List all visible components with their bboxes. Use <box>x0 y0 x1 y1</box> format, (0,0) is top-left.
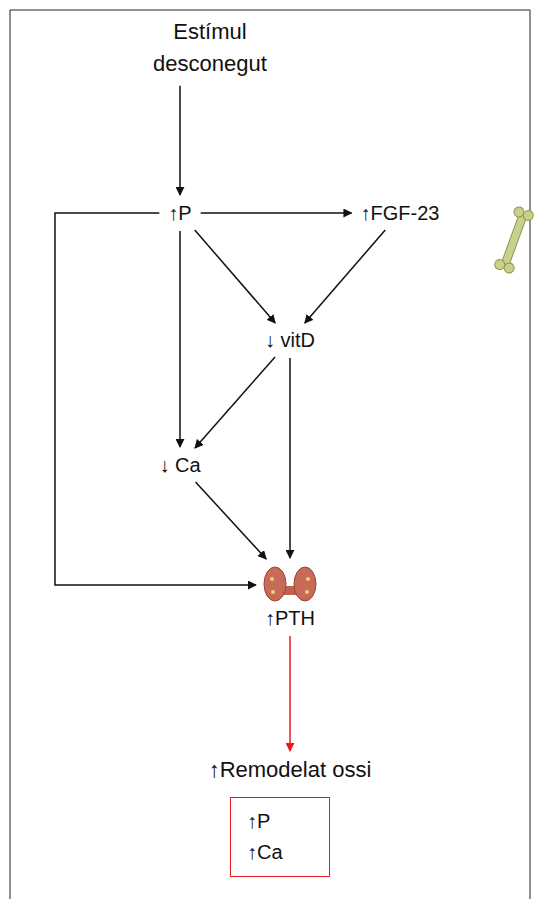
connector-arrow <box>195 357 275 448</box>
parathyroid-dot <box>270 577 274 581</box>
stimulus-label: Estímul desconegut <box>135 14 285 82</box>
connector-arrow <box>201 212 352 214</box>
node-text: Estímul desconegut <box>140 16 280 80</box>
connector-arrow <box>195 230 276 323</box>
state-label: ↑P <box>163 199 196 227</box>
thyroid-icon <box>264 567 316 601</box>
connector-arrow <box>179 86 181 195</box>
bone-shaft <box>501 214 526 266</box>
node-text: ↑FGF-23 <box>361 201 440 225</box>
connector-arrow <box>55 213 256 585</box>
thyroid-lobe <box>264 567 286 601</box>
connector-arrow <box>179 231 181 447</box>
node-text: ↑PTH <box>265 606 315 630</box>
gland-label: ↑PTH <box>260 562 320 632</box>
node-text: ↓ vitD <box>265 328 315 352</box>
node-text: ↑P <box>247 806 313 837</box>
process-label: ↑Remodelat ossi <box>204 755 377 785</box>
state-label: ↑FGF-23 <box>356 199 445 227</box>
connector-arrow <box>196 482 267 559</box>
frame-border <box>10 10 530 899</box>
parathyroid-dot <box>306 577 310 581</box>
node-text: ↓ Ca <box>159 453 200 477</box>
thyroid-lobe <box>294 567 316 601</box>
parathyroid-dot <box>271 590 275 594</box>
node-text: ↑Remodelat ossi <box>209 757 372 783</box>
parathyroid-dot <box>305 590 309 594</box>
state-label: ↓ vitD <box>260 326 320 354</box>
bone-icon <box>493 206 534 275</box>
state-label: ↓ Ca <box>154 451 205 479</box>
connector-arrow <box>305 230 386 323</box>
bone-knob <box>522 209 535 222</box>
result-box: ↑P↑Ca <box>230 797 330 877</box>
node-text: ↑Ca <box>247 837 313 868</box>
node-text: ↑P <box>168 201 191 225</box>
connector-arrow <box>289 636 291 751</box>
bone-knob <box>503 262 516 275</box>
connector-arrow <box>289 358 291 558</box>
